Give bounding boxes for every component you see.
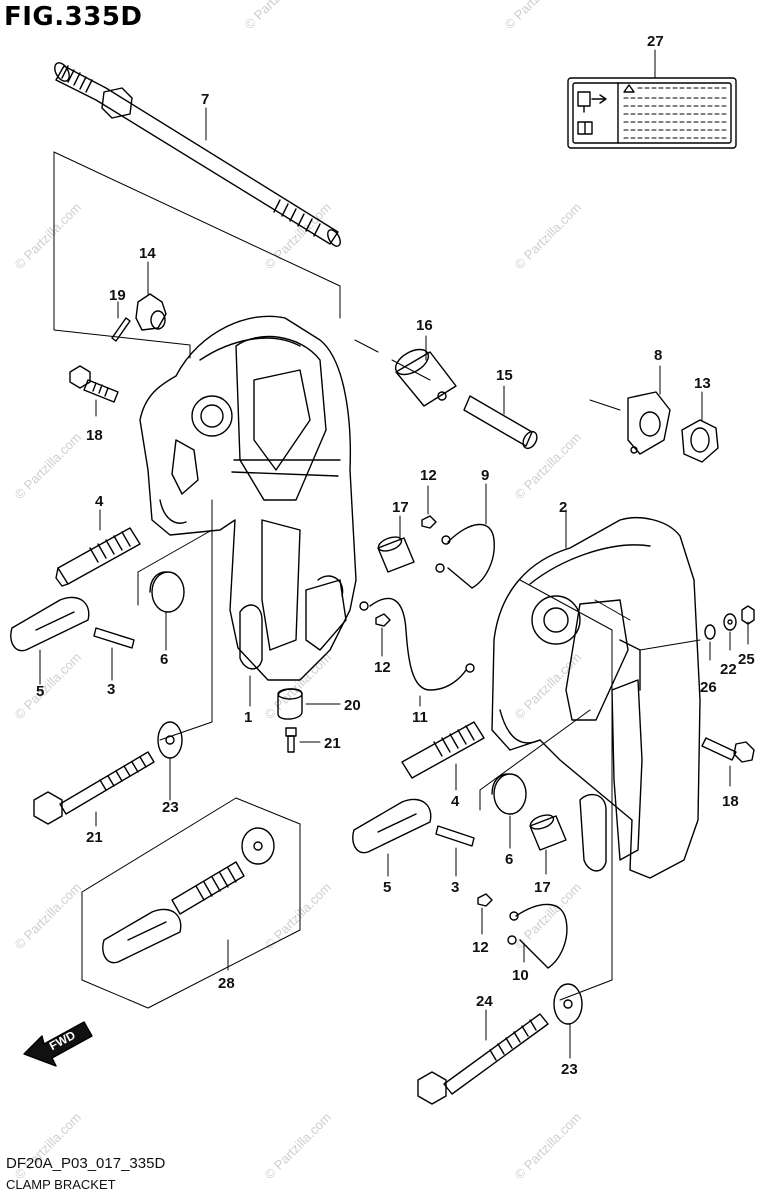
callout-18-right: 18 bbox=[722, 793, 739, 810]
threaded-stud-part-4-left bbox=[55, 509, 141, 587]
callout-24: 24 bbox=[476, 993, 493, 1010]
hardware-parts-26-22-25 bbox=[704, 605, 755, 661]
callout-9: 9 bbox=[481, 467, 489, 484]
ground-wire-part-9 bbox=[435, 483, 495, 589]
assembly-reference-lines bbox=[53, 151, 701, 1001]
callout-14: 14 bbox=[139, 245, 156, 262]
watermark-text: © Partzilla.com bbox=[12, 650, 85, 723]
drawing-code: DF20A_P03_017_335D bbox=[6, 1155, 166, 1172]
callout-4-right: 4 bbox=[451, 793, 460, 810]
long-bolt-part-21-left bbox=[33, 751, 155, 827]
ground-wire-part-11 bbox=[359, 597, 475, 707]
watermark-text: © Partzilla.com bbox=[512, 650, 585, 723]
callout-16: 16 bbox=[416, 317, 433, 334]
watermark-text: © Partzilla.com bbox=[262, 650, 335, 723]
washer-part-23-right bbox=[553, 983, 583, 1059]
watermark-text: © Partzilla.com bbox=[12, 200, 85, 273]
callout-23-left: 23 bbox=[162, 799, 179, 816]
pin-part-15 bbox=[463, 385, 538, 450]
watermark-text: © Partzilla.com bbox=[262, 1110, 335, 1183]
callout-28: 28 bbox=[218, 975, 235, 992]
callout-19: 19 bbox=[109, 287, 126, 304]
callout-1: 1 bbox=[244, 709, 252, 726]
threaded-stud-part-4-right bbox=[401, 721, 485, 791]
washer-part-6-left bbox=[149, 571, 185, 651]
callout-21-left: 21 bbox=[86, 829, 103, 846]
bolt-part-18-right bbox=[701, 737, 755, 787]
clamp-shaft-part bbox=[54, 62, 341, 247]
callout-18-left: 18 bbox=[86, 427, 103, 444]
screw-part-12-upper bbox=[421, 485, 437, 529]
screw-part-12-middle bbox=[375, 613, 391, 657]
callout-10: 10 bbox=[512, 967, 529, 984]
watermark-text: © Partzilla.com bbox=[502, 0, 575, 32]
bushing-part-17-upper bbox=[377, 515, 415, 573]
ground-wire-part-10 bbox=[507, 903, 568, 969]
collar-part-16 bbox=[394, 335, 457, 407]
callout-3-left: 3 bbox=[107, 681, 115, 698]
warning-label-part bbox=[567, 49, 737, 149]
callout-8: 8 bbox=[654, 347, 662, 364]
callout-7: 7 bbox=[201, 91, 209, 108]
callout-17-upper: 17 bbox=[392, 499, 409, 516]
callout-23-right: 23 bbox=[561, 1061, 578, 1078]
figure-caption: CLAMP BRACKET bbox=[6, 1177, 116, 1192]
callout-12-upper: 12 bbox=[420, 467, 437, 484]
callout-27: 27 bbox=[647, 33, 664, 50]
watermark-text: © Partzilla.com bbox=[262, 880, 335, 953]
callout-4-left: 4 bbox=[95, 493, 104, 510]
washer-part-6-right bbox=[491, 773, 527, 849]
figure-title: FIG.335D bbox=[4, 2, 143, 32]
callout-12-middle: 12 bbox=[374, 659, 391, 676]
lever-part-5-left bbox=[10, 596, 90, 685]
callout-17-lower: 17 bbox=[534, 879, 551, 896]
rubber-part-20 bbox=[277, 688, 341, 720]
long-bolt-part-24-right bbox=[417, 1009, 549, 1105]
pin-part-3-right bbox=[435, 825, 475, 877]
callout-12-lower: 12 bbox=[472, 939, 489, 956]
nut-part-13 bbox=[681, 391, 719, 463]
watermark-text: © Partzilla.com bbox=[12, 430, 85, 503]
callout-25: 25 bbox=[738, 651, 755, 668]
plate-part-8 bbox=[627, 365, 671, 455]
bolt-part-18-left bbox=[69, 365, 119, 417]
callout-5-right: 5 bbox=[383, 879, 391, 896]
washer-part-23-left bbox=[157, 721, 183, 801]
callout-6-right: 6 bbox=[505, 851, 513, 868]
watermark-text: © Partzilla.com bbox=[512, 1110, 585, 1183]
lever-kit-part-28 bbox=[81, 797, 301, 1009]
bolt-part-21-small bbox=[285, 727, 321, 753]
watermark-text: © Partzilla.com bbox=[512, 200, 585, 273]
forward-direction-arrow bbox=[23, 1021, 93, 1067]
callout-15: 15 bbox=[496, 367, 513, 384]
watermark-text: © Partzilla.com bbox=[12, 880, 85, 953]
bushing-part-17-lower bbox=[529, 814, 567, 875]
lever-part-5-right bbox=[352, 798, 432, 877]
callout-3-right: 3 bbox=[451, 879, 459, 896]
callout-2: 2 bbox=[559, 499, 567, 516]
callout-21-small: 21 bbox=[324, 735, 341, 752]
clamp-bracket-part-1 bbox=[139, 315, 357, 707]
clamp-bracket-part-2 bbox=[491, 509, 701, 879]
pin-parts-14-19 bbox=[111, 261, 167, 342]
watermark-text: © Partzilla.com bbox=[512, 430, 585, 503]
screw-part-12-lower bbox=[477, 893, 493, 935]
callout-5-left: 5 bbox=[36, 683, 44, 700]
callout-numbers: 27 7 14 19 16 15 8 13 18 12 9 4 17 2 6 5… bbox=[36, 33, 755, 1078]
callout-13: 13 bbox=[694, 375, 711, 392]
callout-26: 26 bbox=[700, 679, 717, 696]
watermark-text: © Partzilla.com bbox=[262, 200, 335, 273]
pin-part-3-left bbox=[93, 627, 135, 681]
callout-6-left: 6 bbox=[160, 651, 168, 668]
watermark-text: © Partzilla.com bbox=[242, 0, 315, 32]
callout-22: 22 bbox=[720, 661, 737, 678]
callout-11: 11 bbox=[412, 709, 428, 726]
callout-20: 20 bbox=[344, 697, 361, 714]
